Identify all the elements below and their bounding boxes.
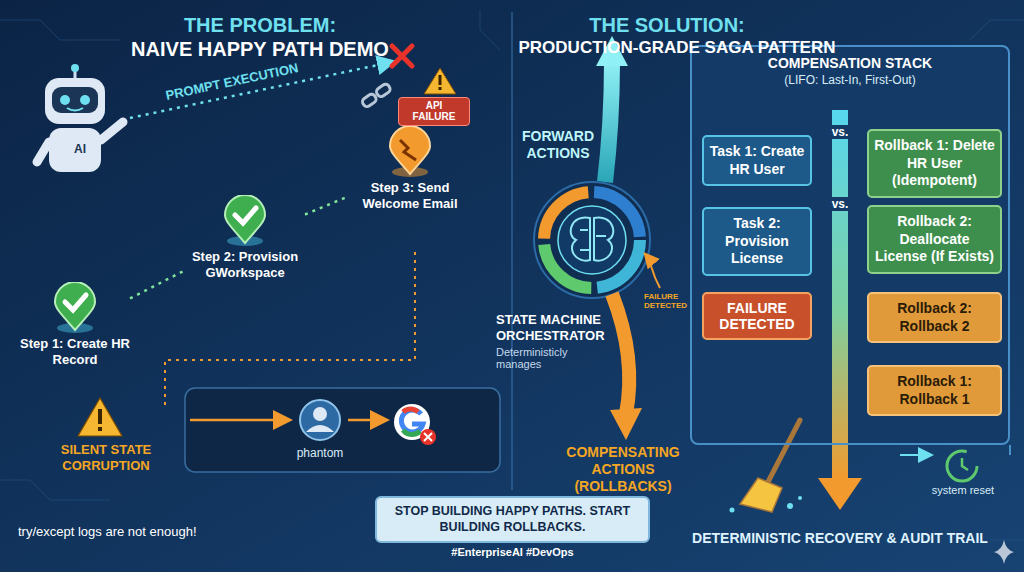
arrow-label: COMPENSATING ACTIONS (ROLLBACKS): [548, 444, 698, 494]
footer-label: DETERMINISTIC RECOVERY & AUDIT TRAIL: [690, 530, 990, 546]
node-text: COMPENSATION STACK: [692, 55, 1008, 71]
node-text: STOP BUILDING HAPPY PATHS. START BUILDIN…: [383, 503, 642, 536]
dotted-connector: [130, 270, 185, 298]
node-text: Rollback 1: Delete HR User (Idempotent): [873, 137, 996, 190]
task-box: Task 1: Create HR User: [702, 135, 812, 186]
rollback-box: Rollback 2: Deallocate License (If Exist…: [867, 205, 1002, 274]
node-text: FAILURE DETECTED: [708, 300, 806, 332]
step-pin: Step 2: Provision GWorkspace: [185, 195, 305, 284]
banner-box: STOP BUILDING HAPPY PATHS. START BUILDIN…: [375, 496, 650, 543]
node-text: API FAILURE: [403, 100, 465, 122]
pin-icon: [221, 195, 269, 247]
node-subtext: (LIFO: Last-In, First-Out): [692, 73, 1008, 87]
rollback-box: Rollback 1: Rollback 1: [867, 365, 1002, 416]
vs-label: vs.: [826, 197, 854, 211]
vs-label: vs.: [826, 125, 854, 139]
node-text: Rollback 1: Rollback 1: [873, 373, 996, 408]
step-pin: Step 1: Create HR Record: [20, 282, 130, 371]
node-text: Rollback 2: Deallocate License (If Exist…: [873, 213, 996, 266]
robot-badge: AI: [64, 142, 96, 156]
task-box: Task 2: Provision License: [702, 207, 812, 276]
node-text: Rollback 2: Rollback 2: [873, 300, 996, 335]
component-label: STATE MACHINE ORCHESTRATOR: [496, 312, 608, 343]
failure-box: FAILURE DETECTED: [702, 292, 812, 340]
arrow-label: FORWARD ACTIONS: [514, 128, 602, 162]
node-text: Step 2: Provision GWorkspace: [185, 249, 305, 280]
node-text: Task 1: Create HR User: [708, 143, 806, 178]
pin-icon: [51, 282, 99, 334]
warning-label: SILENT STATE CORRUPTION: [36, 442, 176, 473]
component-sublabel: Deterministicly manages: [496, 346, 608, 370]
node-text: Step 3: Send Welcome Email: [345, 180, 475, 211]
pin-icon: [386, 126, 434, 178]
panel-title: PRODUCTION-GRADE SAGA PATTERN: [512, 38, 842, 58]
error-badge: API FAILURE: [398, 97, 470, 126]
hashtags: #EnterpriseAI #DevOps: [375, 546, 650, 558]
icon-label: system reset: [922, 484, 1004, 496]
node-text: Task 2: Provision License: [708, 215, 806, 268]
panel-title: NAIVE HAPPY PATH DEMO: [80, 38, 440, 61]
rollback-box: Rollback 2: Rollback 2: [867, 292, 1002, 343]
icon-label: phantom: [290, 446, 350, 460]
note: try/except logs are not enough!: [18, 524, 298, 539]
step-pin: Step 3: Send Welcome Email: [345, 126, 475, 215]
node-text: Step 1: Create HR Record: [20, 336, 130, 367]
panel-title: THE SOLUTION:: [522, 14, 812, 37]
rollback-box: Rollback 1: Delete HR User (Idempotent): [867, 129, 1002, 198]
event-label: FAILURE DETECTED: [644, 292, 690, 310]
dotted-connector: [305, 198, 345, 215]
stack-panel: COMPENSATION STACK (LIFO: Last-In, First-…: [690, 45, 1010, 445]
arrow-label: PROMPT EXECUTION: [152, 58, 312, 106]
panel-title: THE PROBLEM:: [110, 14, 410, 37]
